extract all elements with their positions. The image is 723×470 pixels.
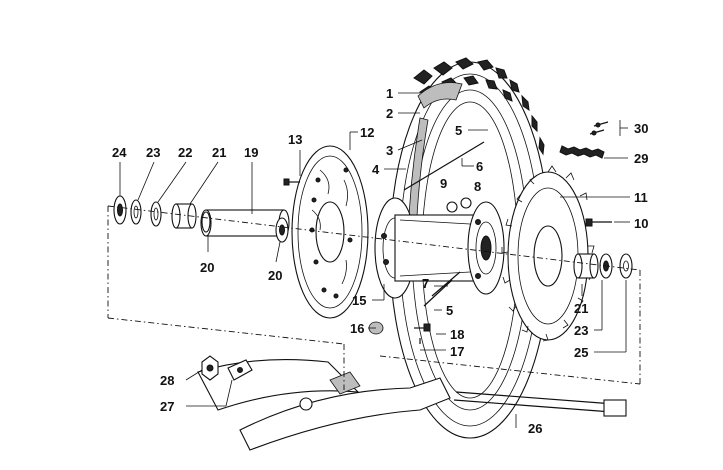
leader-lines [119, 92, 630, 428]
callout-20-left: 20 [200, 260, 214, 275]
callout-23-right: 23 [574, 323, 588, 338]
callout-3: 3 [386, 143, 393, 158]
callout-25: 25 [574, 345, 588, 360]
spoke [403, 141, 485, 191]
callout-5-bottom: 5 [446, 303, 453, 318]
callout-5-top: 5 [455, 123, 462, 138]
callout-8: 8 [474, 179, 481, 194]
callout-20-right: 20 [268, 268, 282, 283]
callout-28: 28 [160, 373, 174, 388]
callout-6: 6 [476, 159, 483, 174]
callout-26: 26 [528, 421, 542, 436]
callout-13: 13 [288, 132, 302, 147]
callout-16: 16 [350, 321, 364, 336]
callout-22: 22 [178, 145, 192, 160]
center-lines [107, 205, 641, 390]
callout-12: 12 [360, 125, 374, 140]
callout-4: 4 [372, 162, 380, 177]
callout-24: 24 [112, 145, 127, 160]
callout-23-left: 23 [146, 145, 160, 160]
swingarm [197, 355, 627, 451]
callout-21-left: 21 [212, 145, 226, 160]
callout-17: 17 [450, 344, 464, 359]
callout-11: 11 [634, 190, 648, 205]
small-parts [283, 121, 612, 344]
callout-2: 2 [386, 106, 393, 121]
callout-15: 15 [352, 293, 366, 308]
callout-1: 1 [386, 86, 393, 101]
callout-9: 9 [440, 176, 447, 191]
wheel-hub [374, 197, 505, 299]
callout-10: 10 [634, 216, 648, 231]
callout-27: 27 [160, 399, 174, 414]
callout-18: 18 [450, 327, 464, 342]
callout-7: 7 [422, 276, 429, 291]
right-bearing-set [573, 253, 633, 279]
callout-29: 29 [634, 151, 648, 166]
callout-labels: 1 2 3 4 5 5 6 7 8 9 10 11 12 13 15 16 17… [112, 86, 648, 436]
brake-disc [291, 145, 369, 319]
callout-30: 30 [634, 121, 648, 136]
callout-21-right: 21 [574, 301, 588, 316]
left-bearing-set [113, 195, 289, 243]
callout-19: 19 [244, 145, 258, 160]
